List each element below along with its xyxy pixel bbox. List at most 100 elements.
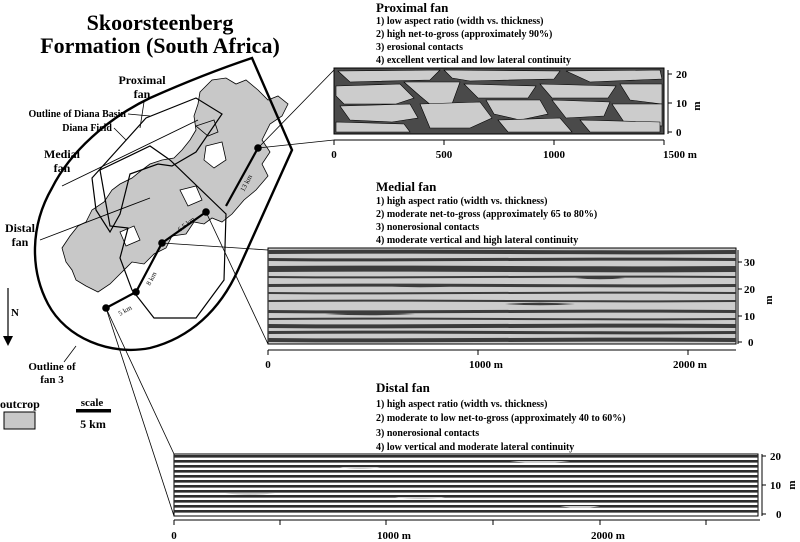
panel-point: 4) excellent vertical and low lateral co… bbox=[376, 55, 571, 66]
x-axis: 0 1000 m 2000 m bbox=[171, 519, 760, 542]
sandstone-body bbox=[335, 83, 415, 105]
sandstone-lens bbox=[510, 461, 570, 463]
mudstone-bed bbox=[174, 475, 758, 478]
mudstone-bed bbox=[174, 510, 758, 513]
mudstone-lens bbox=[505, 302, 575, 306]
fan-zone-divider bbox=[61, 119, 199, 187]
distal-fan-label: Distal bbox=[5, 221, 36, 235]
sandstone-body bbox=[463, 83, 537, 99]
sandstone-lens bbox=[340, 467, 380, 469]
mudstone-bed bbox=[268, 299, 736, 303]
sandstone-body bbox=[443, 69, 561, 82]
sandstone-body bbox=[339, 103, 419, 123]
sandstone-lens bbox=[395, 497, 445, 499]
turbidite-beds bbox=[174, 455, 758, 513]
outcrop-inlier bbox=[179, 185, 203, 207]
x-axis: 0 1000 m 2000 m bbox=[265, 349, 736, 371]
connector-line bbox=[105, 307, 175, 517]
mudstone-bed bbox=[268, 291, 736, 295]
panel-title: Medial fan bbox=[376, 179, 437, 194]
distal-fan-panel: Distal fan 1) high aspect ratio (width v… bbox=[171, 380, 798, 542]
medial-fan-label: fan bbox=[54, 161, 71, 175]
figure-title-line2: Formation (South Africa) bbox=[40, 33, 280, 58]
sandstone-bodies bbox=[335, 69, 663, 133]
sandstone-body bbox=[539, 83, 617, 99]
outcrop-inlier bbox=[203, 141, 227, 169]
location-map: 13 km 6.5 km 8 km 5 km Proximal fan Outl… bbox=[0, 56, 294, 431]
panel-point: 4) moderate vertical and high lateral co… bbox=[376, 235, 578, 246]
mudstone-bed bbox=[174, 495, 758, 498]
mudstone-bed bbox=[174, 500, 758, 503]
connector-line bbox=[205, 211, 269, 345]
mudstone-bed bbox=[174, 465, 758, 468]
panel-point: 3) nonerosional contacts bbox=[376, 222, 479, 233]
sandstone-body bbox=[565, 69, 663, 83]
connector-line bbox=[105, 307, 175, 455]
fan3-outline bbox=[33, 56, 294, 352]
mudstone-bed bbox=[268, 337, 736, 343]
north-label: N bbox=[11, 307, 19, 319]
y-tick-label: 0 bbox=[676, 127, 682, 139]
x-tick-label: 0 bbox=[331, 149, 337, 161]
x-axis: 0 500 1000 1500 m bbox=[331, 139, 697, 161]
y-tick-label: 30 bbox=[744, 257, 756, 269]
panel-point: 2) high net-to-gross (approximately 90%) bbox=[376, 29, 552, 40]
fan-zone-divider bbox=[39, 197, 151, 241]
sandstone-body bbox=[497, 117, 573, 133]
medial-fan-panel: Medial fan 1) high aspect ratio (width v… bbox=[265, 179, 775, 371]
sandstone-lens bbox=[560, 506, 600, 508]
y-tick-label: 10 bbox=[770, 480, 782, 492]
mudstone-bed bbox=[268, 309, 736, 314]
diana-basin-label: Outline of Diana Basin bbox=[28, 109, 126, 120]
x-tick-label: 2000 m bbox=[591, 530, 625, 542]
proximal-fan-label: fan bbox=[134, 87, 151, 101]
fan3-label: Outline of bbox=[28, 361, 76, 373]
y-axis: 20 10 0 m bbox=[667, 69, 703, 139]
y-tick-label: 20 bbox=[770, 451, 782, 463]
y-axis: 20 10 0 m bbox=[761, 451, 798, 521]
mudstone-lens bbox=[325, 312, 415, 316]
mudstone-bed bbox=[268, 317, 736, 321]
y-axis-unit: m bbox=[763, 295, 775, 304]
mudstone-beds bbox=[268, 249, 736, 343]
panel-point: 3) erosional contacts bbox=[376, 42, 463, 53]
panel-point: 1) high aspect ratio (width vs. thicknes… bbox=[376, 196, 547, 207]
x-tick-label: 1000 m bbox=[377, 530, 411, 542]
sandstone-body bbox=[335, 121, 411, 133]
section-line-medial bbox=[161, 211, 207, 244]
mudstone-bed bbox=[268, 283, 736, 288]
mudstone-bed bbox=[268, 249, 736, 255]
fan3-label: fan 3 bbox=[40, 374, 64, 386]
y-tick-label: 10 bbox=[676, 98, 688, 110]
y-tick-label: 20 bbox=[744, 284, 756, 296]
y-axis: 30 20 10 0 m bbox=[737, 250, 775, 349]
diana-field-outline bbox=[99, 145, 227, 319]
outcrop-legend-label: outcrop bbox=[0, 397, 40, 411]
sandstone-body bbox=[419, 101, 493, 129]
panel-point: 1) low aspect ratio (width vs. thickness… bbox=[376, 16, 544, 27]
x-tick-label: 0 bbox=[265, 359, 271, 371]
leader-line bbox=[113, 127, 127, 141]
section-length-label: 5 km bbox=[117, 303, 134, 317]
north-arrow-icon: N bbox=[3, 288, 19, 346]
mudstone-bed bbox=[268, 257, 736, 262]
y-axis-unit: m bbox=[786, 480, 798, 489]
x-tick-label: 500 bbox=[436, 149, 453, 161]
sandstone-lens bbox=[225, 493, 275, 495]
sandstone-body bbox=[485, 99, 549, 121]
panel-title: Proximal fan bbox=[376, 0, 449, 15]
proximal-fan-panel: Proximal fan 1) low aspect ratio (width … bbox=[331, 0, 703, 161]
mudstone-bed bbox=[174, 480, 758, 483]
mudstone-bed bbox=[174, 485, 758, 488]
panel-point: 2) moderate to low net-to-gross (approxi… bbox=[376, 413, 626, 424]
sandstone-body bbox=[551, 99, 611, 119]
section-line-proximal bbox=[225, 147, 259, 207]
section-line-distal bbox=[105, 291, 137, 309]
connector-lines bbox=[105, 69, 335, 517]
section-endpoint bbox=[132, 288, 140, 296]
panel-point: 1) high aspect ratio (width vs. thicknes… bbox=[376, 399, 547, 410]
mudstone-bed bbox=[268, 330, 736, 335]
mudstone-bed bbox=[268, 265, 736, 273]
sandstone-body bbox=[579, 119, 661, 133]
